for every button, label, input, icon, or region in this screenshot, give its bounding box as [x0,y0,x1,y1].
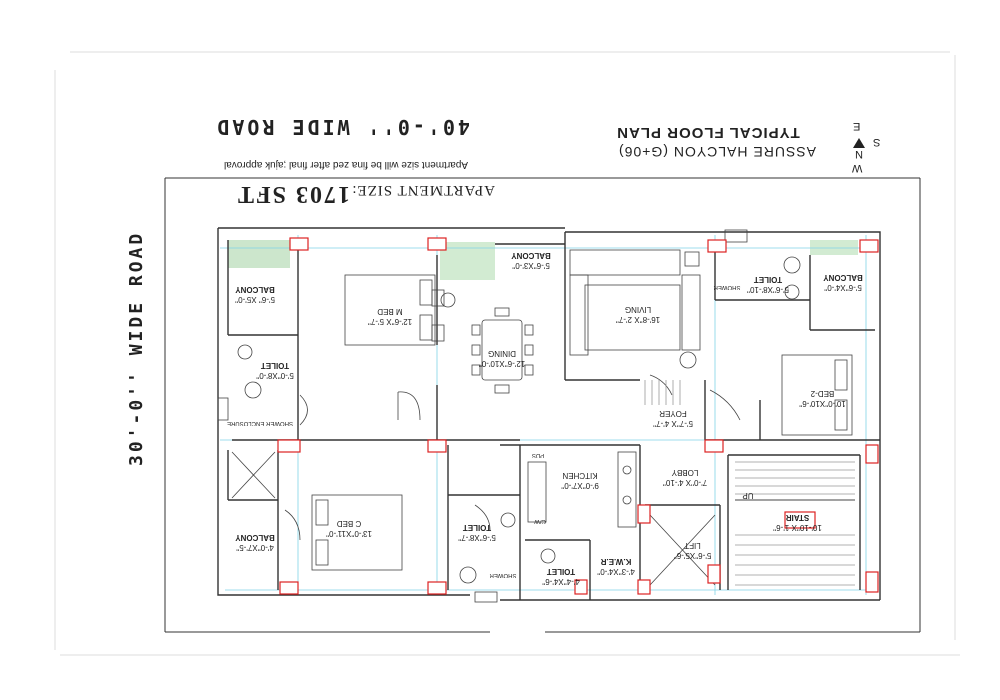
room-balcony-tc: 5'-6''X3'-0'' BALCONY [506,250,556,270]
room-foyer: 5'-7''X 4'-7'' FOYER [648,408,698,428]
room-balcony-bl: 4'-0''X7'-5'' BALCONY [230,532,280,552]
shower-enclosure-label: SHOWER ENCLOSURE [226,420,293,426]
room-name: LOBBY [671,468,699,477]
room-name: M BED [377,307,403,316]
room-size: 5'-6''X3'-0'' [512,261,550,270]
room-size: 10'-0''X10'-6'' [799,399,846,408]
room-size: 5'-6''X5'-6'' [673,551,712,560]
room-name: TOILET [753,275,783,284]
compass: E S N W [845,118,885,178]
room-name: BALCONY [511,251,551,260]
room-bed2: 10'-0''X10'-6'' BED-2 [795,388,850,408]
room-name: TOILET [462,523,492,532]
room-name: KITCHEN [562,471,598,480]
room-balcony-tr: 5'-6''X4'-0'' BALCONY [818,272,868,292]
room-name: BED-2 [810,389,835,398]
planter-tl [228,240,290,268]
room-size: 5'-6''X8'-10'' [746,285,790,294]
stair-up-label: UP [742,491,754,500]
room-size: BALCONY [235,285,275,294]
room-toilet-left: 5'-0''X8'-0'' TOILET [250,360,300,380]
room-dining: 12'-6''X10'-0'' DINING [476,348,528,368]
room-toilet-top-right: 5'-6''X8'-10'' TOILET [742,274,794,294]
room-child-bed: 13'-0''X11'-0'' C BED [318,518,380,538]
room-kwer: 4'-3''X4'-0'' K.W.E.R [592,556,640,576]
room-master-bed: 12'-6''X 5'-7'' M BED [360,306,420,326]
shower-b-label: SHOWER [489,572,517,578]
room-size: 5'-0''X8'-0'' [256,371,294,380]
room-toilet-bottom-center: 5'-6''X8'-7'' TOILET [452,522,502,542]
room-name: BALCONY [823,273,863,282]
room-kitchen: 9'-0''X7'-0'' KITCHEN [555,470,605,490]
room-stair: 10'-10''X 1'-6'' STAIR [770,512,825,532]
room-size: 5'-6''X8'-7'' [458,533,496,542]
room-living: 16'-8''X 2'-7'' LIVING [608,304,668,324]
room-name: C BED [336,519,362,528]
room-lift: 5'-6''X5'-6'' LIFT [670,540,715,560]
room-size: 12'-6''X10'-0'' [478,359,526,368]
room-size: 16'-8''X 2'-7'' [615,315,661,324]
room-name: TOILET [546,567,576,576]
planter-tr [810,240,858,255]
room-size: 5'-7''X 4'-7'' [653,419,693,428]
room-size: 5'-6''X4'-0'' [824,283,862,292]
shower-tr-label: SHOWER [713,284,741,290]
room-name: 5'-6'' X5'-0'' [235,295,275,304]
room-size: 4'-3''X4'-0'' [597,567,635,576]
room-balcony-tl: 5'-6'' X5'-0'' BALCONY [230,284,280,304]
room-size: 13'-0''X11'-0'' [326,529,372,538]
room-name: DINING [488,349,516,358]
pds-label: PDS [531,452,545,458]
room-name: STAIR [785,513,810,522]
room-name: FOYER [659,409,687,418]
room-name: BALCONY [235,533,275,542]
room-size: 9'-0''X7'-0'' [561,481,599,490]
room-size: 4'-0''X7'-5'' [236,543,274,552]
room-name: TOILET [260,361,290,370]
room-name: LIFT [684,541,701,550]
compass-arrow-icon [853,138,865,148]
room-name: LIVING [624,305,652,314]
room-size: 7'-0''X 4'-10'' [662,478,708,487]
room-size: 10'-10''X 1'-6'' [773,523,822,532]
room-lobby: 7'-0''X 4'-10'' LOBBY [660,467,710,487]
room-size: 12'-6''X 5'-7'' [367,317,413,326]
room-name: K.W.E.R [600,557,632,566]
cw-label: C/W [534,518,546,524]
room-toilet-bottom: 4'-4''X4'-6'' TOILET [536,566,586,586]
room-size: 4'-4''X4'-6'' [542,577,580,586]
